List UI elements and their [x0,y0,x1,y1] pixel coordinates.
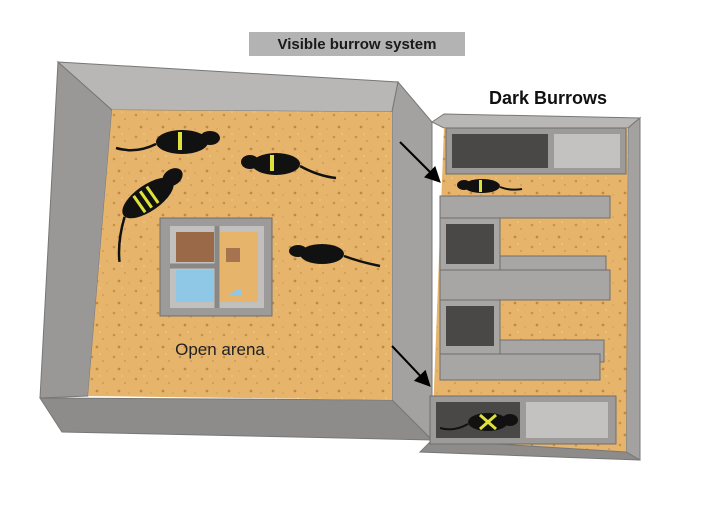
dark-chamber [446,306,494,346]
food-icon [226,248,240,262]
water-compartment [176,270,214,302]
arena-back-wall [56,61,399,113]
arena-front-wall [39,397,434,441]
open-arena-enclosure [39,60,434,442]
nest-box [159,217,273,317]
open-arena-label: Open arena [175,340,265,359]
dark-chamber [452,134,548,168]
rat-icon [457,179,523,193]
arrow-icon [399,141,441,183]
burrow-front-wall [418,439,641,461]
burrow-right-wall [625,116,641,461]
dark-chamber [446,224,494,264]
dark-burrows-label: Dark Burrows [488,88,608,108]
rat-icon [241,153,337,180]
rat-icon [115,130,220,154]
diagram-title: Visible burrow system [249,32,465,56]
rat-icon [117,168,183,263]
nest-compartment-dark [176,232,214,262]
rat-icon [289,244,381,268]
arena-right-wall [391,80,433,442]
arrow-icon [391,345,431,387]
rat-icon [439,413,518,431]
dark-burrows-enclosure [418,113,642,461]
water-icon [228,290,242,296]
burrow-back-wall [431,113,642,129]
